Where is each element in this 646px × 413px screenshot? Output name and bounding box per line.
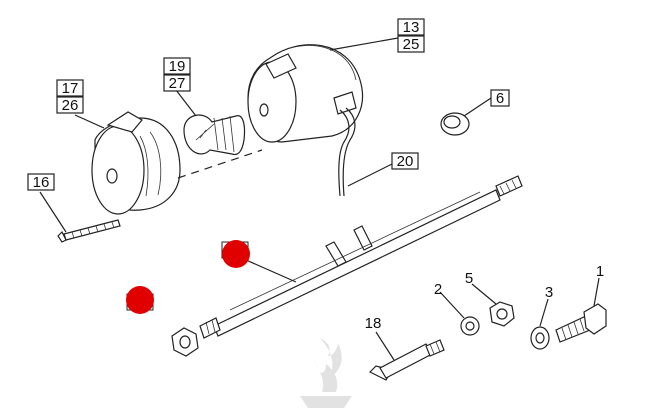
watermark-logo <box>300 338 352 408</box>
callout-13-25: 13 25 <box>397 18 425 53</box>
support-rod <box>199 175 523 339</box>
screw-16 <box>57 219 121 243</box>
svg-text:6: 6 <box>496 90 504 107</box>
hotspot-rod[interactable] <box>221 240 250 268</box>
hotspot-nut[interactable] <box>126 286 154 314</box>
leader-lines <box>39 37 600 361</box>
lamp-body <box>247 44 364 197</box>
callout-18: 18 <box>365 315 382 332</box>
callout-17: 17 <box>62 80 79 97</box>
nut-5 <box>489 301 515 327</box>
rod-end-nut <box>171 327 199 357</box>
callout-25: 25 <box>403 36 420 53</box>
lock-washer-3 <box>530 326 550 350</box>
bulb <box>183 114 246 156</box>
callout-20: 20 <box>391 152 419 170</box>
callout-3: 3 <box>545 284 553 301</box>
assembly-line <box>177 149 263 179</box>
callout-2: 2 <box>434 281 442 298</box>
washer-2 <box>460 316 480 336</box>
svg-text:20: 20 <box>397 153 414 170</box>
grommet-6 <box>440 112 470 136</box>
callout-26: 26 <box>62 97 79 114</box>
callout-16: 16 <box>27 173 55 191</box>
lamp-housing-shell <box>91 111 181 215</box>
callout-17-26: 17 26 <box>56 79 84 114</box>
callout-13: 13 <box>403 19 420 36</box>
callout-19-27: 19 27 <box>163 57 191 92</box>
callout-6: 6 <box>490 89 510 107</box>
callout-1: 1 <box>596 263 604 280</box>
callout-19: 19 <box>169 58 186 75</box>
callout-27: 27 <box>169 75 186 92</box>
bolt-1 <box>555 303 607 343</box>
svg-text:16: 16 <box>33 174 50 191</box>
stud-18 <box>368 339 445 381</box>
callout-5: 5 <box>465 270 473 287</box>
